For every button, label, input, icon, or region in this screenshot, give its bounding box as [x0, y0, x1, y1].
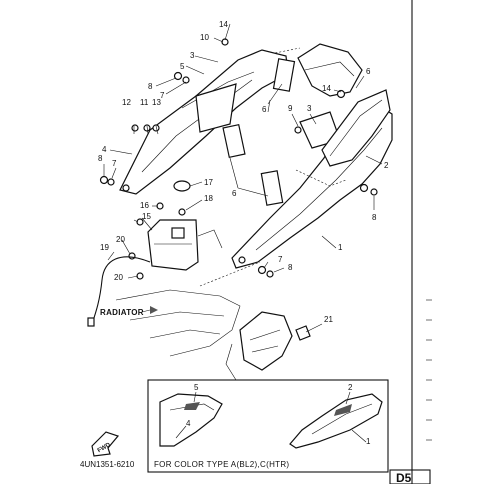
leader-lines	[103, 23, 383, 333]
callout-14-top: 14	[219, 20, 228, 29]
callout-2-main: 2	[384, 161, 389, 170]
radiator-label: RADIATOR	[100, 306, 158, 317]
inset-callout-2: 2	[348, 383, 353, 392]
callout-3-left: 3	[190, 51, 195, 60]
callout-4-main: 4	[102, 145, 107, 154]
inset-callout-1: 1	[366, 437, 371, 446]
fwd-arrow: FWD	[91, 431, 120, 457]
callout-3-right: 3	[307, 104, 312, 113]
part-code: 4UN1351-6210	[80, 460, 135, 469]
callout-labels: 14 10 3 5 8 7 6 12 11 13 4 8 7 6 9 3 6 1…	[98, 20, 389, 324]
callout-6-lower: 6	[232, 189, 237, 198]
inset-callout-5: 5	[194, 383, 199, 392]
rubber-pads	[222, 58, 296, 206]
callout-16: 16	[140, 201, 149, 210]
coolant-reservoir	[147, 219, 223, 271]
callout-1-main: 1	[338, 243, 343, 252]
callout-8-left: 8	[98, 154, 103, 163]
callout-7-upper: 7	[160, 91, 165, 100]
callout-21: 21	[324, 315, 333, 324]
frame-outline	[115, 261, 261, 357]
callout-7-left: 7	[112, 159, 117, 168]
left-side-cover	[119, 49, 289, 195]
callout-20-lower: 20	[114, 273, 123, 282]
callout-20-upper: 20	[116, 235, 125, 244]
corner-code-box: D5	[389, 469, 431, 484]
hardware-bolts	[99, 38, 378, 280]
callout-18: 18	[204, 194, 213, 203]
rear-fender	[239, 43, 363, 97]
callout-6-right: 6	[366, 67, 371, 76]
lower-assembly	[225, 311, 311, 381]
callout-6-upper: 6	[262, 105, 267, 114]
inset-caption: FOR COLOR TYPE A(BL2),C(HTR)	[154, 460, 289, 469]
callout-9: 9	[288, 104, 293, 113]
callout-8-right: 8	[372, 213, 377, 222]
overflow-hose	[87, 256, 151, 327]
callout-17: 17	[204, 178, 213, 187]
callout-13: 13	[152, 98, 161, 107]
inset-callout-4: 4	[186, 419, 191, 428]
radiator-text: RADIATOR	[100, 308, 144, 317]
color-variant-inset: 5 2 4 1 FOR COLOR TYPE A(BL2),C(HTR)	[147, 379, 389, 473]
callout-11: 11	[140, 98, 149, 107]
callout-14-right: 14	[322, 84, 331, 93]
callout-7-right: 7	[278, 255, 283, 264]
callout-19: 19	[100, 243, 109, 252]
right-trim-panel	[321, 89, 391, 167]
callout-15: 15	[142, 212, 151, 221]
callout-5-left: 5	[180, 62, 185, 71]
corner-code: D5	[396, 471, 412, 484]
callout-8-upper: 8	[148, 82, 153, 91]
callout-10: 10	[200, 33, 209, 42]
right-border-strip	[411, 0, 432, 484]
callout-12: 12	[122, 98, 131, 107]
callout-8-lower: 8	[288, 263, 293, 272]
